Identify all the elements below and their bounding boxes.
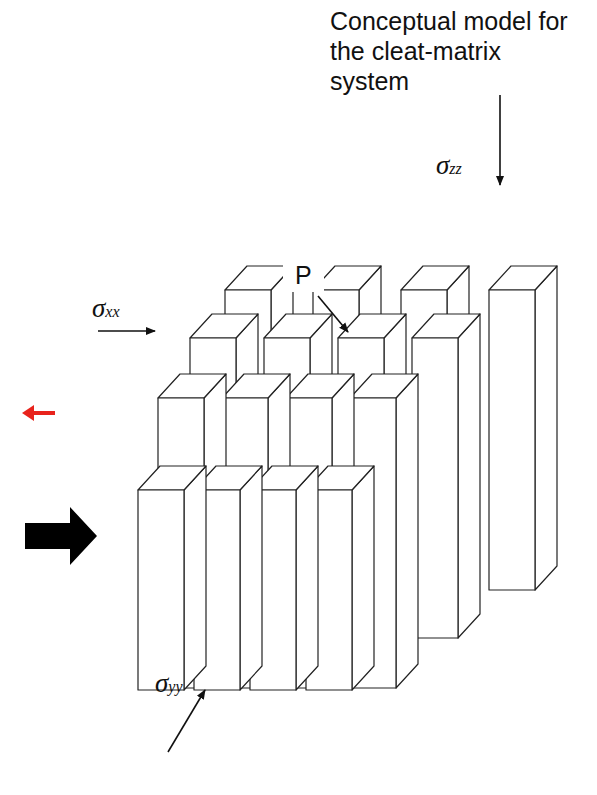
- matrix-block-face: [286, 374, 354, 398]
- black-arrow: [25, 507, 97, 565]
- point-label: P: [283, 258, 324, 292]
- stress-label: σyy: [155, 668, 183, 702]
- stress-arrow: [168, 690, 205, 752]
- matrix-block-face: [338, 314, 406, 338]
- matrix-block-face: [352, 466, 374, 690]
- matrix-block-face: [158, 374, 226, 398]
- matrix-block-face: [240, 466, 262, 690]
- matrix-block-face: [296, 466, 318, 690]
- stress-label: σzz: [436, 150, 462, 184]
- matrix-block-face: [222, 374, 290, 398]
- diagram-title: Conceptual model for the cleat-matrix sy…: [330, 6, 575, 96]
- stress-arrow: [98, 330, 155, 332]
- matrix-block-face: [412, 314, 480, 338]
- matrix-block-face: [350, 374, 418, 398]
- matrix-block-face: [138, 466, 206, 490]
- leader-arrow: [318, 296, 348, 332]
- matrix-block-face: [535, 266, 557, 590]
- stress-arrow: [499, 95, 501, 185]
- matrix-block-face: [489, 290, 535, 590]
- red-arrow: [22, 405, 55, 421]
- matrix-block-face: [190, 314, 258, 338]
- matrix-block-face: [412, 338, 458, 638]
- matrix-block-face: [458, 314, 480, 638]
- matrix-block-face: [264, 314, 332, 338]
- matrix-blocks: [138, 266, 557, 690]
- matrix-block-face: [489, 266, 557, 290]
- matrix-block-face: [184, 466, 206, 690]
- stress-label: σxx: [92, 293, 120, 327]
- matrix-block-face: [138, 490, 184, 690]
- matrix-block-face: [396, 374, 418, 688]
- matrix-block-face: [401, 266, 469, 290]
